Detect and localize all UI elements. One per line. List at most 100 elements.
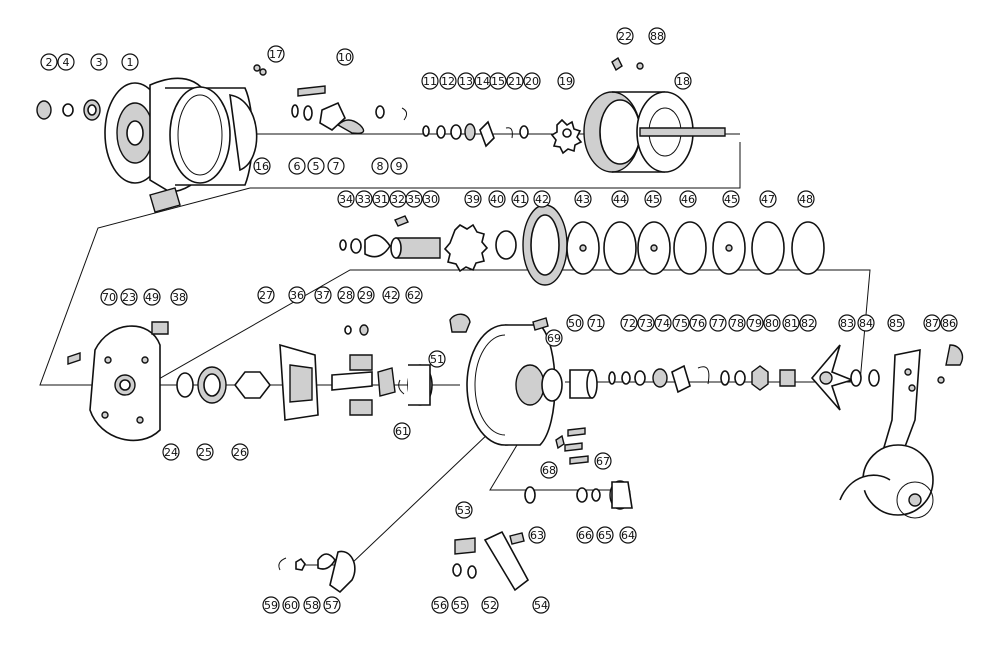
callout-circle — [382, 286, 400, 304]
callout-13: 13 — [457, 72, 475, 90]
callout-circle — [421, 72, 439, 90]
callout-number: 33 — [357, 193, 371, 206]
callout-number: 35 — [407, 193, 421, 206]
right-side-plate — [449, 313, 598, 446]
callout-circle — [523, 72, 541, 90]
callout-circle — [611, 190, 629, 208]
callout-9: 9 — [390, 157, 408, 175]
callout-circle — [337, 286, 355, 304]
callout-number: 48 — [799, 193, 813, 206]
callout-circle — [337, 190, 355, 208]
callout-number: 82 — [801, 317, 815, 330]
callout-85: 85 — [887, 314, 905, 332]
callout-56: 56 — [431, 596, 449, 614]
callout-circle — [323, 596, 341, 614]
callout-number: 22 — [618, 30, 632, 43]
callout-circle — [282, 596, 300, 614]
callout-4: 4 — [57, 53, 75, 71]
callout-50: 50 — [566, 314, 584, 332]
callout-59: 59 — [262, 596, 280, 614]
callout-7: 7 — [327, 157, 345, 175]
callout-number: 49 — [145, 291, 159, 304]
callout-circle — [355, 190, 373, 208]
callout-circle — [576, 526, 594, 544]
callout-52: 52 — [481, 596, 499, 614]
callout-circle — [439, 72, 457, 90]
callout-43: 43 — [574, 190, 592, 208]
callout-12: 12 — [439, 72, 457, 90]
callout-37: 37 — [314, 286, 332, 304]
callout-17: 17 — [267, 45, 285, 63]
callout-73: 73 — [637, 314, 655, 332]
callout-number: 81 — [784, 317, 798, 330]
callout-circle — [371, 157, 389, 175]
callout-number: 34 — [339, 193, 353, 206]
callout-circle — [709, 314, 727, 332]
callout-circle — [616, 27, 634, 45]
callout-44: 44 — [611, 190, 629, 208]
callout-number: 62 — [407, 289, 421, 302]
callout-number: 85 — [889, 317, 903, 330]
callout-57: 57 — [323, 596, 341, 614]
callout-circle — [923, 314, 941, 332]
callout-circle — [464, 190, 482, 208]
callout-circle — [40, 53, 58, 71]
callout-number: 2 — [46, 56, 53, 69]
callout-21: 21 — [506, 72, 524, 90]
callout-number: 86 — [942, 317, 956, 330]
callout-number: 25 — [198, 446, 212, 459]
callout-circle — [57, 53, 75, 71]
callout-31: 31 — [372, 190, 390, 208]
callout-circle — [689, 314, 707, 332]
callout-number: 59 — [264, 599, 278, 612]
callout-circle — [887, 314, 905, 332]
callout-circle — [587, 314, 605, 332]
callout-circle — [488, 190, 506, 208]
callout-76: 76 — [689, 314, 707, 332]
callout-number: 73 — [639, 317, 653, 330]
callout-number: 67 — [596, 455, 610, 468]
callout-circle — [357, 286, 375, 304]
callout-number: 60 — [284, 599, 298, 612]
callout-number: 30 — [424, 193, 438, 206]
callout-number: 78 — [730, 317, 744, 330]
callout-circle — [674, 72, 692, 90]
callout-circle — [637, 314, 655, 332]
callout-36: 36 — [288, 286, 306, 304]
callout-51: 51 — [428, 350, 446, 368]
callout-number: 4 — [63, 56, 70, 69]
drag-and-handle-stack — [608, 344, 964, 519]
callout-80: 80 — [763, 314, 781, 332]
callout-number: 37 — [316, 289, 330, 302]
callout-1: 1 — [121, 53, 139, 71]
callout-number: 56 — [433, 599, 447, 612]
callout-38: 38 — [170, 288, 188, 306]
callout-81: 81 — [782, 314, 800, 332]
callout-circle — [422, 190, 440, 208]
callout-circle — [372, 190, 390, 208]
callout-number: 55 — [453, 599, 467, 612]
callout-24: 24 — [162, 443, 180, 461]
callout-circle — [257, 286, 275, 304]
callout-number: 58 — [305, 599, 319, 612]
callout-circle — [162, 443, 180, 461]
callout-67: 67 — [594, 452, 612, 470]
callout-circle — [838, 314, 856, 332]
callout-circle — [431, 596, 449, 614]
callout-number: 71 — [589, 317, 603, 330]
callout-circle — [457, 72, 475, 90]
callout-circle — [506, 72, 524, 90]
callout-number: 63 — [530, 529, 544, 542]
callout-62: 62 — [405, 286, 423, 304]
callout-number: 64 — [621, 529, 635, 542]
callout-88: 88 — [648, 27, 666, 45]
callout-79: 79 — [746, 314, 764, 332]
callout-2: 2 — [40, 53, 58, 71]
callout-number: 44 — [613, 193, 627, 206]
callout-circle — [545, 329, 563, 347]
callout-circle — [267, 45, 285, 63]
callout-18: 18 — [674, 72, 692, 90]
callout-circle — [121, 53, 139, 71]
callout-66: 66 — [576, 526, 594, 544]
